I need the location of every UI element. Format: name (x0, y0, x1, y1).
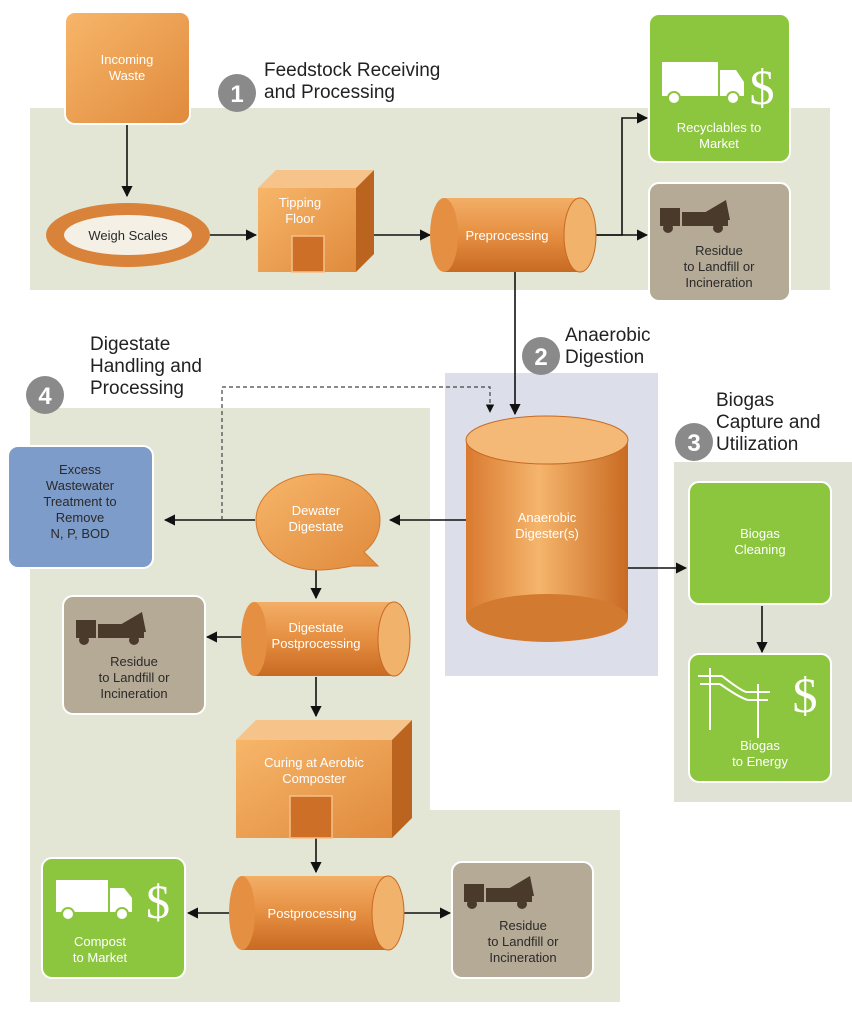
node-label: to Landfill or (488, 934, 559, 949)
node-label: Curing at Aerobic (264, 755, 364, 770)
residue-landfill-node-2: Residue to Landfill or Incineration (62, 595, 206, 715)
node-label: Treatment to (43, 494, 116, 509)
stage-title-line: and Processing (264, 82, 395, 103)
weigh-scales-node: Weigh Scales (46, 203, 210, 267)
incoming-waste-node: Incoming Waste (64, 11, 191, 125)
recyclables-node: $ Recyclables to Market (648, 13, 791, 163)
node-label: Incoming (101, 52, 154, 67)
truck-icon (662, 62, 744, 105)
dump-truck-icon (660, 200, 730, 233)
stage-title-line: Biogas (716, 390, 774, 411)
dump-truck-icon (464, 876, 534, 909)
node-label: Remove (56, 510, 104, 525)
dollar-icon: $ (750, 59, 775, 115)
node-label: Digester(s) (515, 526, 579, 541)
stage-title-line: Utilization (716, 434, 798, 455)
biogas-energy-node: $ Biogas to Energy (688, 653, 832, 783)
dollar-icon: $ (793, 667, 818, 723)
excess-wastewater-node: Excess Wastewater Treatment to Remove N,… (7, 445, 154, 569)
stage-number: 3 (687, 430, 700, 457)
power-line-icon (698, 668, 770, 738)
stage-title-line: Digestate (90, 334, 170, 355)
node-label: Biogas (740, 526, 780, 541)
node-label: Weigh Scales (88, 228, 168, 243)
node-label: Dewater (292, 503, 341, 518)
node-label: to Market (73, 950, 128, 965)
anaerobic-digester-node: Anaerobic Digester(s) (465, 415, 629, 642)
stage-number: 2 (534, 344, 547, 371)
stage-title-line: Processing (90, 378, 184, 399)
node-label: Recyclables to (677, 120, 762, 135)
compost-market-node: $ Compost to Market (41, 857, 186, 979)
node-label: Residue (110, 654, 158, 669)
stage-number-badge (522, 337, 560, 375)
node-label: Residue (695, 243, 743, 258)
node-label: Preprocessing (465, 228, 548, 243)
node-label: Wastewater (46, 478, 115, 493)
residue-landfill-node-1: Residue to Landfill or Incineration (648, 182, 791, 302)
node-label: Digestate (289, 519, 344, 534)
stage1-title: 1 Feedstock Receiving and Processing (218, 60, 440, 112)
stage4-background (30, 408, 620, 1002)
stage-number-badge (218, 74, 256, 112)
stage-title-line: Digestion (565, 347, 644, 368)
postprocessing-node: Postprocessing (229, 875, 405, 951)
dollar-icon: $ (146, 876, 170, 929)
digestate-postprocessing-node: Digestate Postprocessing (241, 601, 411, 677)
node-label: Composter (282, 771, 346, 786)
node-label: Floor (285, 211, 315, 226)
node-label: Excess (59, 462, 101, 477)
node-label: Market (699, 136, 739, 151)
dump-truck-icon (76, 612, 146, 645)
stage2-title: 2 Anaerobic Digestion (522, 325, 651, 375)
connectors (121, 112, 768, 919)
node-label: to Landfill or (99, 670, 170, 685)
node-label: to Landfill or (684, 259, 755, 274)
preprocessing-node: Preprocessing (430, 197, 597, 273)
node-label: Cleaning (734, 542, 785, 557)
stage3-title: 3 Biogas Capture and Utilization (675, 390, 821, 461)
dewater-digestate-node: Dewater Digestate (255, 473, 381, 571)
stage-title-line: Feedstock Receiving (264, 60, 440, 81)
residue-landfill-node-3: Residue to Landfill or Incineration (451, 861, 594, 979)
node-label: Waste (109, 68, 145, 83)
node-label: Compost (74, 934, 126, 949)
node-label: Biogas (740, 738, 780, 753)
node-label: Incineration (489, 950, 556, 965)
tipping-floor-node: Tipping Floor (258, 170, 374, 273)
stage-title-line: Handling and (90, 356, 202, 377)
stage-number-badge (675, 423, 713, 461)
node-label: to Energy (732, 754, 788, 769)
stage-number-badge (26, 376, 64, 414)
stage4-title: 4 Digestate Handling and Processing (26, 334, 202, 414)
node-label: Postprocessing (268, 906, 357, 921)
stage-number: 1 (230, 81, 243, 108)
node-label: Postprocessing (272, 636, 361, 651)
truck-icon (56, 880, 132, 921)
stage-number: 4 (38, 383, 52, 410)
stage-title-line: Anaerobic (565, 325, 651, 346)
node-label: Tipping (279, 195, 321, 210)
stage-title-line: Capture and (716, 412, 821, 433)
biogas-cleaning-node: Biogas Cleaning (688, 481, 832, 605)
node-label: N, P, BOD (50, 526, 109, 541)
node-label: Incineration (100, 686, 167, 701)
node-label: Incineration (685, 275, 752, 290)
node-label: Anaerobic (518, 510, 577, 525)
curing-composter-node: Curing at Aerobic Composter (236, 720, 412, 839)
node-label: Residue (499, 918, 547, 933)
node-label: Digestate (289, 620, 344, 635)
